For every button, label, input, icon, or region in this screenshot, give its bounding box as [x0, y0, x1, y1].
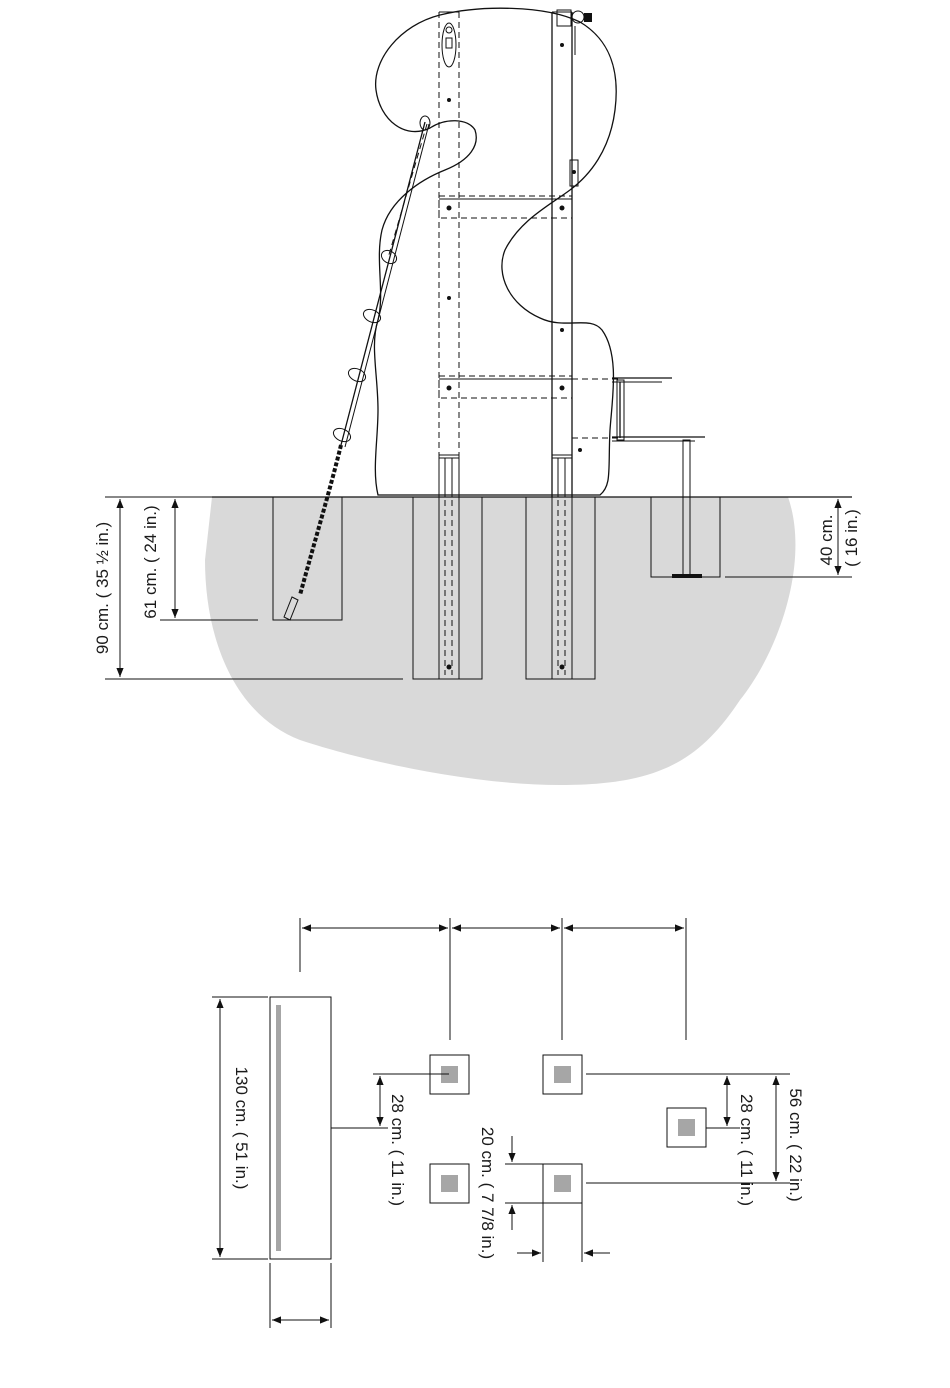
- top-clamp-icon: [557, 10, 592, 55]
- post-2: [552, 12, 582, 497]
- footing-2: [543, 1055, 582, 1094]
- plan-view: 130 cm. ( 51 in.): [212, 918, 805, 1328]
- label-depth-40: 40 cm.: [817, 514, 836, 565]
- crossbar-lower: [439, 376, 620, 398]
- dimension-20: 20 cm. ( 7 7/8 in.): [478, 1127, 610, 1262]
- footing-3: [430, 1164, 469, 1203]
- climbing-panel-outline: [374, 8, 616, 495]
- post-1: [439, 12, 459, 497]
- label-depth-90: 90 cm. ( 35 ½ in.): [93, 522, 112, 654]
- label-length-130: 130 cm. ( 51 in.): [232, 1067, 251, 1190]
- label-spacing-28-left: 28 cm. ( 11 in.): [388, 1094, 407, 1206]
- long-footing: [270, 997, 331, 1259]
- label-depth-40-in: ( 16 in.): [842, 509, 861, 567]
- footing-5: [667, 1108, 706, 1147]
- label-square-20: 20 cm. ( 7 7/8 in.): [478, 1127, 497, 1259]
- footing-width-dimension: [270, 1263, 331, 1328]
- elevation-view: 90 cm. ( 35 ½ in.) 61 cm. ( 24 in.) 40 c…: [93, 8, 861, 785]
- rope-handle-icon: [346, 366, 367, 384]
- side-bracket-icon: [570, 160, 578, 186]
- soil-area: [205, 497, 795, 785]
- label-spacing-28-right: 28 cm. ( 11 in.): [737, 1094, 756, 1206]
- label-spacing-56: 56 cm. ( 22 in.): [786, 1088, 805, 1201]
- step-platform-upper: [612, 378, 672, 440]
- top-spacing-dimension: [300, 918, 686, 1040]
- dimension-28-right: 28 cm. ( 11 in.): [586, 1074, 790, 1206]
- label-depth-61: 61 cm. ( 24 in.): [141, 505, 160, 618]
- footing-4: [543, 1164, 582, 1203]
- dimension-130: 130 cm. ( 51 in.): [212, 997, 268, 1259]
